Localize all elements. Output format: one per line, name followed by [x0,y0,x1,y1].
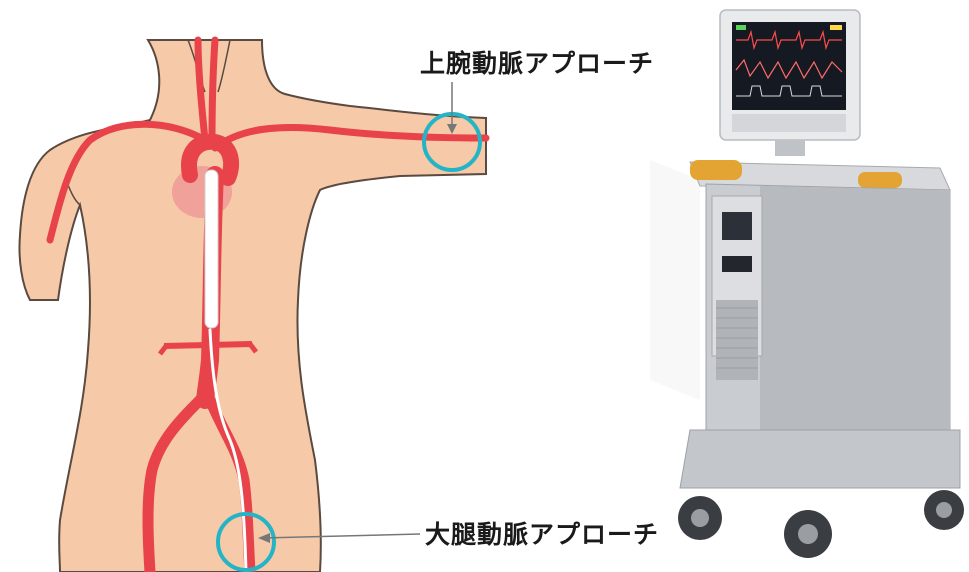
carotid-artery [212,40,215,140]
console-base [680,430,960,488]
monitor-stand [775,140,805,156]
caster-wheel-icon [678,496,722,540]
vent-grille [716,300,758,380]
femoral-approach-label: 大腿動脈アプローチ [425,515,659,551]
slot-panel [722,256,752,272]
renal-artery [164,344,252,346]
screen-indicator [736,25,746,30]
upper-arm-approach-label: 上腕動脈アプローチ [420,44,654,80]
control-panel [722,212,752,240]
torso-silhouette [19,40,486,572]
monitor-bezel-bottom [732,114,846,132]
iabp-console-device [650,10,964,558]
intra-aortic-balloon [205,170,218,328]
screen-indicator [830,25,842,30]
console-side [760,186,950,440]
caster-wheel-icon [924,490,964,530]
caster-wheel-icon [784,510,832,558]
human-torso-illustration [19,40,486,572]
handle-left [690,160,742,180]
handle-right [858,172,902,188]
background-document [650,160,700,400]
